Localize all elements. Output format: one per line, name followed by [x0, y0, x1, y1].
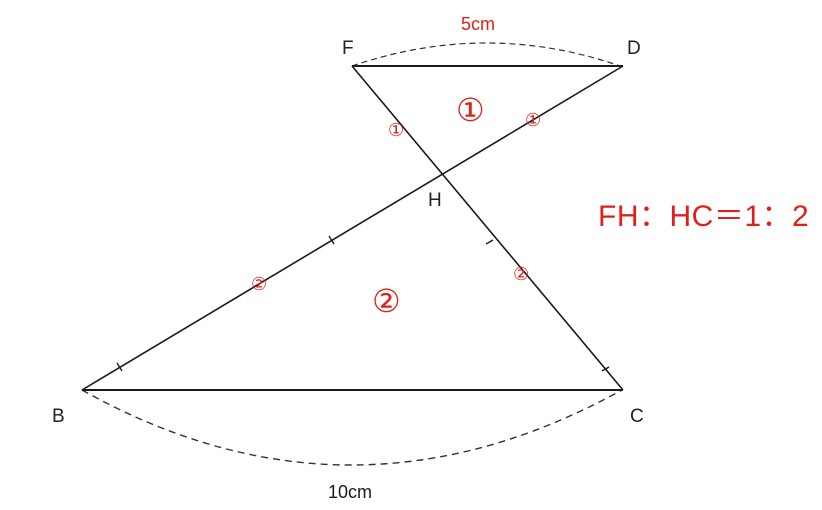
vertex-label-d: D	[627, 38, 641, 59]
vertex-label-f: F	[342, 38, 354, 59]
segment-db	[81, 65, 624, 391]
bottom-dashed-arc	[81, 389, 623, 466]
tick-mark	[116, 362, 123, 372]
tick-mark	[328, 235, 335, 245]
area-mark-lower-triangle: ②	[372, 283, 401, 319]
segment-mark-fh: ①	[388, 120, 404, 140]
segment-mark-bh: ②	[251, 274, 267, 294]
top-dashed-arc	[351, 42, 621, 67]
segment-mark-hc: ②	[513, 264, 529, 284]
segment-mark-dh: ①	[525, 110, 541, 130]
vertex-label-h: H	[428, 190, 442, 211]
measurement-top-label: 5cm	[461, 14, 495, 34]
vertex-label-c: C	[630, 406, 644, 427]
ratio-statement: FH：HC＝1：2	[598, 200, 809, 233]
area-mark-upper-triangle: ①	[456, 92, 485, 128]
measurement-bottom-label: 10cm	[328, 482, 372, 502]
tick-mark	[485, 239, 494, 245]
tick-mark	[601, 366, 610, 372]
segment-fc	[351, 65, 624, 391]
vertex-label-b: B	[52, 406, 65, 427]
